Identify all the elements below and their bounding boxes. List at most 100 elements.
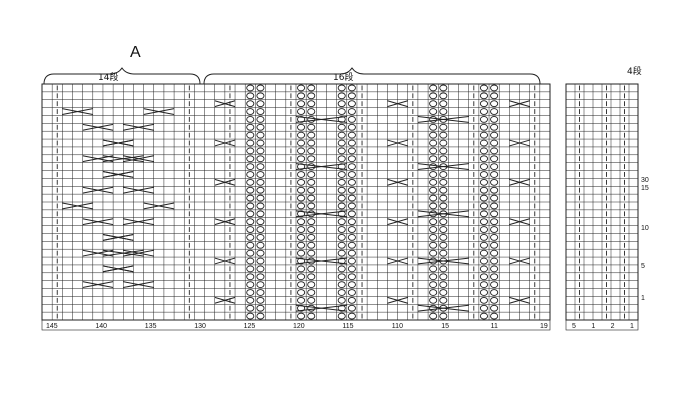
twist-mark	[347, 194, 356, 202]
right-number: 5	[641, 263, 645, 270]
twist-mark	[337, 123, 346, 131]
twist-mark	[246, 234, 255, 241]
twist-mark	[297, 178, 306, 186]
twist-mark	[439, 84, 448, 92]
twist-mark	[429, 100, 438, 108]
twist-mark	[347, 178, 356, 186]
cable-cross	[509, 296, 530, 304]
twist-mark	[490, 147, 499, 155]
twist-mark	[490, 226, 499, 233]
twist-mark	[490, 186, 499, 194]
cable-cross	[387, 257, 408, 265]
twist-mark	[307, 304, 316, 312]
bottom-number-side: 1	[630, 323, 634, 330]
cable-cross	[295, 257, 347, 265]
twist-mark	[479, 241, 488, 249]
cable-cross	[62, 108, 93, 115]
twist-mark	[490, 241, 499, 249]
twist-mark	[307, 163, 316, 170]
twist-mark	[297, 304, 306, 312]
cable-cross	[295, 210, 347, 218]
twist-mark	[490, 289, 499, 296]
twist-mark	[337, 194, 346, 202]
twist-mark	[307, 155, 316, 163]
twist-mark	[337, 296, 346, 304]
twist-mark	[297, 312, 306, 320]
twist-mark	[297, 84, 306, 92]
bracket-14	[43, 67, 201, 85]
cable-cross	[417, 210, 469, 218]
twist-mark	[439, 265, 448, 273]
twist-mark	[256, 202, 265, 210]
twist-mark	[347, 131, 356, 139]
bottom-number-main: 15	[441, 323, 449, 330]
twist-mark	[307, 131, 316, 139]
twist-mark	[256, 116, 265, 123]
twist-mark	[246, 178, 255, 186]
twist-mark	[337, 281, 346, 288]
twist-mark	[337, 218, 346, 226]
twist-mark	[479, 139, 488, 147]
twist-mark	[347, 273, 356, 281]
twist-mark	[490, 131, 499, 139]
twist-mark	[429, 281, 438, 288]
twist-mark	[256, 304, 265, 312]
stitch-symbols	[56, 84, 625, 320]
cable-cross	[509, 100, 530, 108]
twist-mark	[490, 304, 499, 312]
twist-mark	[429, 194, 438, 202]
twist-mark	[337, 139, 346, 147]
twist-mark	[297, 226, 306, 233]
twist-mark	[479, 296, 488, 304]
twist-mark	[256, 265, 265, 273]
twist-mark	[439, 108, 448, 115]
twist-mark	[307, 281, 316, 288]
twist-mark	[479, 281, 488, 288]
twist-mark	[337, 234, 346, 241]
twist-mark	[307, 178, 316, 186]
twist-mark	[256, 108, 265, 115]
twist-mark	[347, 265, 356, 273]
bottom-number-main: 110	[392, 323, 403, 330]
main-grid	[41, 83, 551, 331]
twist-mark	[479, 226, 488, 233]
twist-mark	[307, 84, 316, 92]
twist-mark	[490, 210, 499, 218]
twist-mark	[256, 139, 265, 147]
twist-mark	[429, 131, 438, 139]
twist-mark	[307, 234, 316, 241]
twist-mark	[297, 194, 306, 202]
twist-mark	[429, 241, 438, 249]
twist-mark	[490, 296, 499, 304]
cable-cross	[102, 171, 134, 178]
twist-mark	[307, 289, 316, 296]
twist-mark	[246, 257, 255, 265]
twist-mark	[490, 312, 499, 320]
twist-mark	[439, 218, 448, 226]
twist-mark	[479, 249, 488, 257]
twist-mark	[256, 210, 265, 218]
twist-mark	[246, 92, 255, 100]
twist-mark	[479, 210, 488, 218]
bracket-label-16: 16段	[333, 71, 353, 83]
twist-mark	[429, 218, 438, 226]
twist-mark	[337, 265, 346, 273]
twist-mark	[297, 210, 306, 218]
twist-mark	[246, 147, 255, 155]
bottom-number-main: 11	[491, 323, 498, 330]
cable-cross	[214, 257, 236, 265]
twist-mark	[297, 273, 306, 281]
twist-mark	[429, 202, 438, 210]
twist-mark	[347, 296, 356, 304]
twist-mark	[429, 108, 438, 115]
twist-mark	[490, 249, 499, 257]
twist-mark	[337, 178, 346, 186]
twist-mark	[479, 155, 488, 163]
twist-mark	[490, 265, 499, 273]
twist-mark	[347, 312, 356, 320]
twist-mark	[246, 304, 255, 312]
twist-mark	[429, 304, 438, 312]
cable-cross	[102, 265, 134, 273]
cable-cross	[143, 108, 175, 115]
